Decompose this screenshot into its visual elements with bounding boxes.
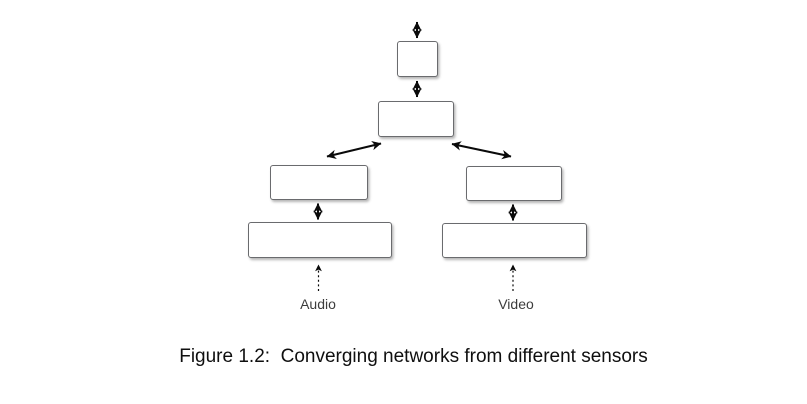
top-output-box (397, 41, 438, 77)
bidirectional-arrow-hub-to-video-branch (451, 141, 512, 160)
video-network-lower-box (442, 223, 587, 258)
audio-sensor-label: Audio (300, 296, 336, 312)
audio-network-upper-box (270, 165, 368, 200)
bidirectional-arrow-hub-to-audio-branch (326, 141, 382, 159)
audio-network-lower-box (248, 222, 392, 258)
converging-hub-box (378, 101, 454, 137)
video-sensor-label: Video (498, 296, 534, 312)
figure-caption: Figure 1.2: Converging networks from dif… (179, 346, 648, 367)
video-network-upper-box (466, 166, 562, 201)
